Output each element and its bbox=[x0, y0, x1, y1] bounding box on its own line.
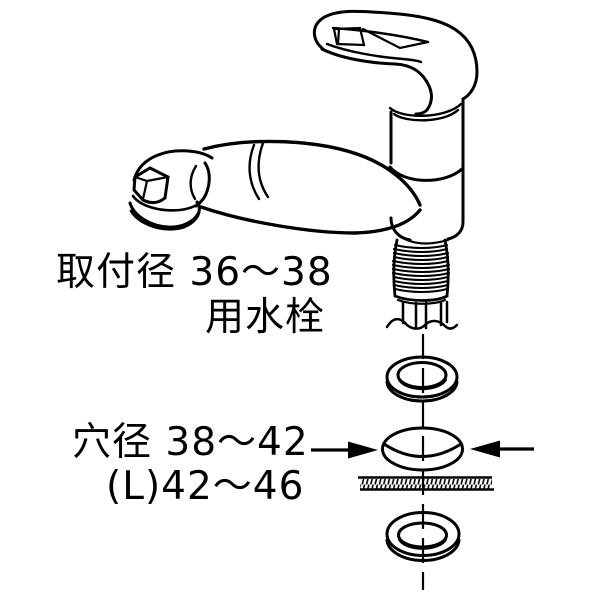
break-line bbox=[385, 317, 459, 330]
threaded-shank-drawing bbox=[391, 238, 451, 305]
hole-diameter-l-label: (L)42〜46 bbox=[106, 464, 305, 509]
faucet-type-label: 用水栓 bbox=[205, 295, 326, 340]
lower-washer-drawing bbox=[385, 511, 461, 562]
faucet-body-drawing bbox=[388, 97, 465, 242]
spout-collar bbox=[248, 141, 270, 201]
hole-diameter-label: 穴径 38〜42 bbox=[72, 420, 309, 465]
dimension-arrow-left bbox=[311, 441, 378, 459]
dimension-arrow-right bbox=[470, 440, 534, 458]
threads bbox=[391, 243, 451, 294]
upper-washer-drawing bbox=[385, 355, 459, 403]
lever-handle-drawing bbox=[312, 9, 479, 116]
counter-hole-drawing bbox=[381, 426, 464, 472]
spray-head-tab bbox=[132, 166, 170, 205]
spout-drawing bbox=[199, 139, 422, 235]
supply-tubes-drawing bbox=[385, 300, 459, 330]
mount-diameter-label: 取付径 36〜38 bbox=[56, 250, 333, 295]
spray-head-base bbox=[128, 194, 201, 231]
spray-head-drawing bbox=[128, 149, 214, 231]
countertop-cross-section bbox=[358, 476, 494, 491]
